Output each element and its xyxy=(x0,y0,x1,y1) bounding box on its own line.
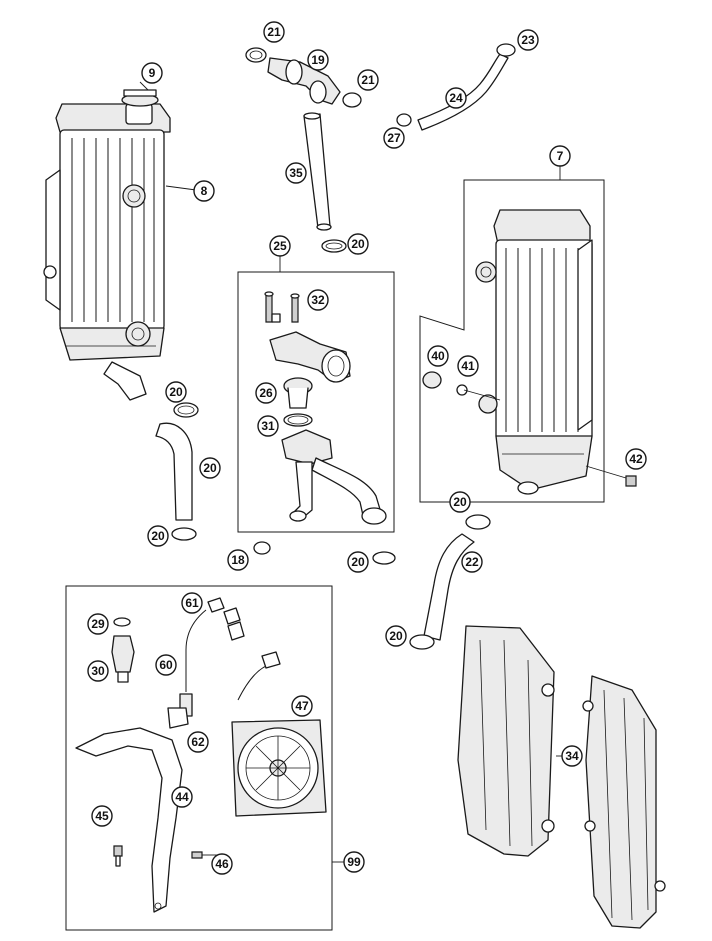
callout-label: 61 xyxy=(185,596,199,610)
callout-19: 19 xyxy=(307,49,329,71)
callout-41: 41 xyxy=(457,355,479,377)
callout-label: 20 xyxy=(389,629,403,643)
callout-label: 29 xyxy=(91,617,105,631)
callout-45: 45 xyxy=(91,805,113,827)
callout-40: 40 xyxy=(427,345,449,367)
right-lower-hose xyxy=(409,514,491,650)
callout-label: 18 xyxy=(231,553,245,567)
callout-label: 41 xyxy=(461,359,475,373)
callout-label: 8 xyxy=(201,184,208,198)
callout-30: 30 xyxy=(87,660,109,682)
callout-label: 21 xyxy=(361,73,375,87)
callout-20: 20 xyxy=(147,525,169,547)
callout-label: 20 xyxy=(351,237,365,251)
thermostat-group xyxy=(264,291,387,525)
loose-clamps xyxy=(253,541,396,565)
callout-20: 20 xyxy=(347,551,369,573)
callout-34: 34 xyxy=(561,745,583,767)
callout-42: 42 xyxy=(625,448,647,470)
callout-label: 60 xyxy=(159,658,173,672)
right-radiator xyxy=(422,209,637,495)
callout-label: 44 xyxy=(175,790,189,804)
callout-21: 21 xyxy=(357,69,379,91)
callout-32: 32 xyxy=(307,289,329,311)
callout-label: 9 xyxy=(149,66,156,80)
left-lower-hose xyxy=(155,402,199,541)
callout-20: 20 xyxy=(165,381,187,403)
callout-18: 18 xyxy=(227,549,249,571)
callout-label: 42 xyxy=(629,452,643,466)
callout-27: 27 xyxy=(383,127,405,149)
overflow-hose xyxy=(396,43,516,131)
callout-label: 20 xyxy=(203,461,217,475)
callout-label: 23 xyxy=(521,33,535,47)
callout-8: 8 xyxy=(193,180,215,202)
fan-group xyxy=(75,597,327,913)
callout-label: 34 xyxy=(565,749,579,763)
callout-label: 7 xyxy=(557,149,564,163)
callout-99: 99 xyxy=(343,851,365,873)
callout-26: 26 xyxy=(255,382,277,404)
callout-label: 20 xyxy=(151,529,165,543)
callout-9: 9 xyxy=(141,62,163,84)
callout-label: 21 xyxy=(267,25,281,39)
callout-44: 44 xyxy=(171,786,193,808)
callout-label: 46 xyxy=(215,857,229,871)
callout-label: 22 xyxy=(465,555,479,569)
callout-label: 45 xyxy=(95,809,109,823)
callout-label: 27 xyxy=(387,131,401,145)
callout-label: 32 xyxy=(311,293,325,307)
callout-20: 20 xyxy=(449,491,471,513)
callout-label: 20 xyxy=(169,385,183,399)
callout-label: 19 xyxy=(311,53,325,67)
callout-25: 25 xyxy=(269,235,291,257)
callout-label: 62 xyxy=(191,735,205,749)
water-pipe-fitting xyxy=(245,47,362,253)
callout-label: 30 xyxy=(91,664,105,678)
callout-label: 20 xyxy=(453,495,467,509)
callout-29: 29 xyxy=(87,613,109,635)
callout-20: 20 xyxy=(199,457,221,479)
callout-60: 60 xyxy=(155,654,177,676)
callout-label: 26 xyxy=(259,386,273,400)
callout-46: 46 xyxy=(211,853,233,875)
callout-35: 35 xyxy=(285,162,307,184)
callout-20: 20 xyxy=(385,625,407,647)
right-radiator-frame xyxy=(419,166,605,503)
callout-61: 61 xyxy=(181,592,203,614)
callout-label: 25 xyxy=(273,239,287,253)
callout-label: 47 xyxy=(295,699,309,713)
callout-label: 31 xyxy=(261,419,275,433)
radiator-shrouds xyxy=(457,625,666,929)
callout-label: 35 xyxy=(289,166,303,180)
callout-7: 7 xyxy=(549,145,571,167)
callout-31: 31 xyxy=(257,415,279,437)
callout-label: 24 xyxy=(449,91,463,105)
callout-47: 47 xyxy=(291,695,313,717)
callout-23: 23 xyxy=(517,29,539,51)
thermostat-group-frame xyxy=(237,256,395,533)
callout-label: 40 xyxy=(431,349,445,363)
callout-21: 21 xyxy=(263,21,285,43)
callout-62: 62 xyxy=(187,731,209,753)
left-radiator xyxy=(43,81,197,401)
callout-20: 20 xyxy=(347,233,369,255)
callout-22: 22 xyxy=(461,551,483,573)
fan-group-frame xyxy=(65,585,344,931)
callout-label: 20 xyxy=(351,555,365,569)
callout-label: 99 xyxy=(347,855,361,869)
callout-24: 24 xyxy=(445,87,467,109)
